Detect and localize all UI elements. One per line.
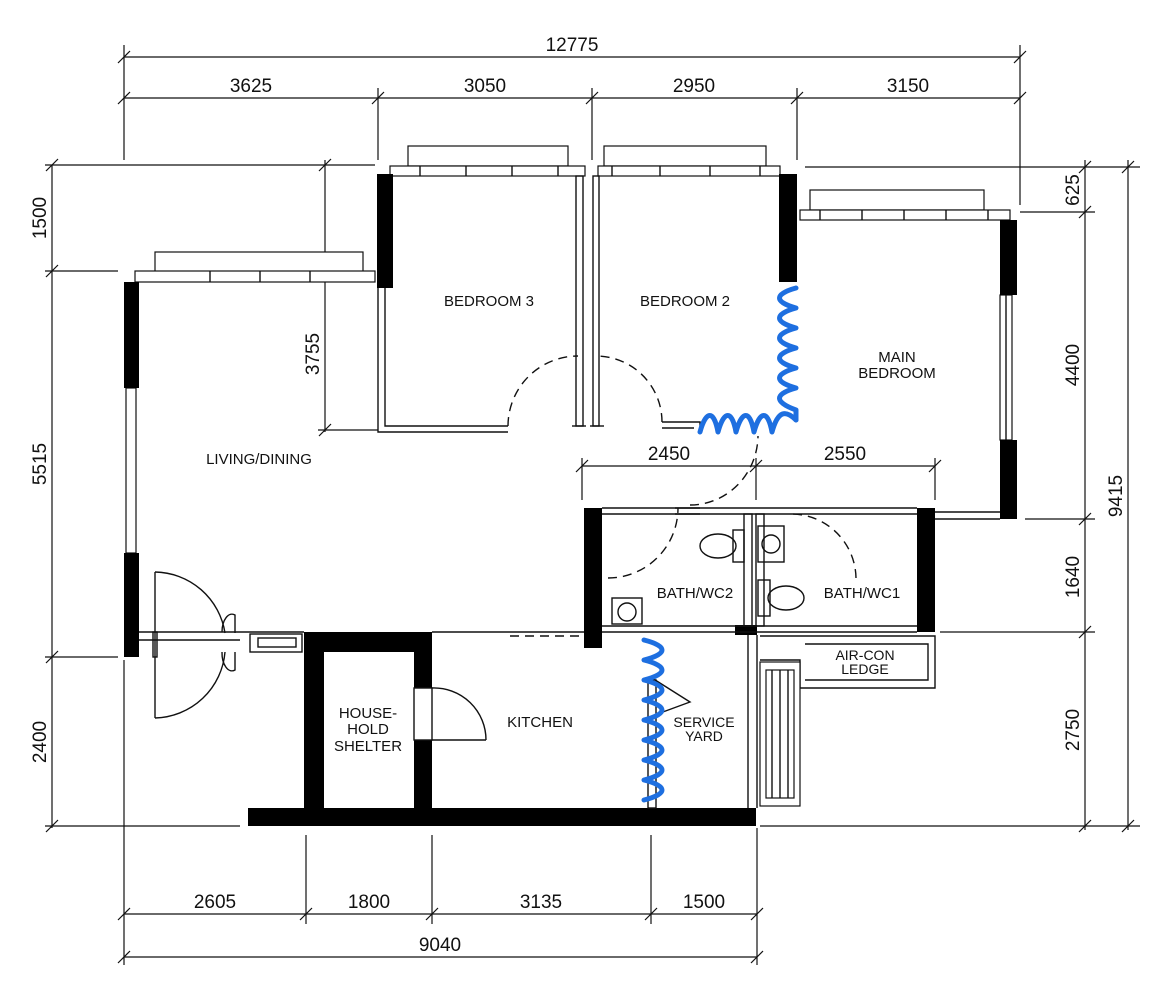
label-household-shelter-1: HOUSE- <box>339 705 397 722</box>
dim-top-3: 2950 <box>673 76 715 97</box>
dim-top-1: 3625 <box>230 76 272 97</box>
dim-bottom-3: 3135 <box>520 892 562 913</box>
dim-left-1: 1500 <box>30 197 51 239</box>
dim-left-2: 5515 <box>30 443 51 485</box>
dimension-labels: 12775 3625 3050 2950 3150 1500 5515 2400… <box>30 35 1127 956</box>
label-service-yard-2: YARD <box>685 728 723 744</box>
dim-mid-2550: 2550 <box>824 444 866 465</box>
dim-right-1640: 1640 <box>1063 556 1084 598</box>
label-aircon-ledge-1: AIR-CON <box>835 647 894 663</box>
dim-right-total: 9415 <box>1106 475 1127 517</box>
label-aircon-ledge-2: LEDGE <box>841 661 888 677</box>
dimension-lines <box>45 45 1140 965</box>
label-bath-wc1: BATH/WC1 <box>824 585 900 602</box>
label-kitchen: KITCHEN <box>507 714 573 731</box>
label-bedroom-2: BEDROOM 2 <box>640 293 730 310</box>
walls <box>124 174 1017 826</box>
dim-bottom-4: 1500 <box>683 892 725 913</box>
dim-bottom-2: 1800 <box>348 892 390 913</box>
label-bath-wc2: BATH/WC2 <box>657 585 733 602</box>
dim-top-2: 3050 <box>464 76 506 97</box>
dim-mid-2450: 2450 <box>648 444 690 465</box>
pipe-coil-bedroom2-vertical <box>777 285 799 423</box>
dim-inner-3755: 3755 <box>303 333 324 375</box>
pipe-coil-service-yard <box>641 637 665 803</box>
windows <box>125 145 1013 807</box>
dim-left-3: 2400 <box>30 721 51 763</box>
dim-top-total: 12775 <box>546 35 599 56</box>
dim-top-4: 3150 <box>887 76 929 97</box>
dim-right-625: 625 <box>1063 174 1084 206</box>
room-labels: BEDROOM 3 BEDROOM 2 MAIN BEDROOM LIVING/… <box>206 293 936 755</box>
pipe-coil-bedroom2-horizontal <box>697 411 799 435</box>
label-bedroom-3: BEDROOM 3 <box>444 293 534 310</box>
label-household-shelter-3: SHELTER <box>334 738 402 755</box>
label-service-yard-1: SERVICE <box>673 714 734 730</box>
pipe-highlights <box>641 285 799 803</box>
label-main-bedroom-2: BEDROOM <box>858 365 936 382</box>
doors <box>152 355 857 741</box>
dim-bottom-1: 2605 <box>194 892 236 913</box>
label-living-dining: LIVING/DINING <box>206 451 312 468</box>
dim-bottom-total: 9040 <box>419 935 461 956</box>
label-household-shelter-2: HOLD <box>347 721 389 738</box>
dim-right-2750: 2750 <box>1063 709 1084 751</box>
dim-right-4400: 4400 <box>1063 344 1084 386</box>
label-main-bedroom-1: MAIN <box>878 349 916 366</box>
